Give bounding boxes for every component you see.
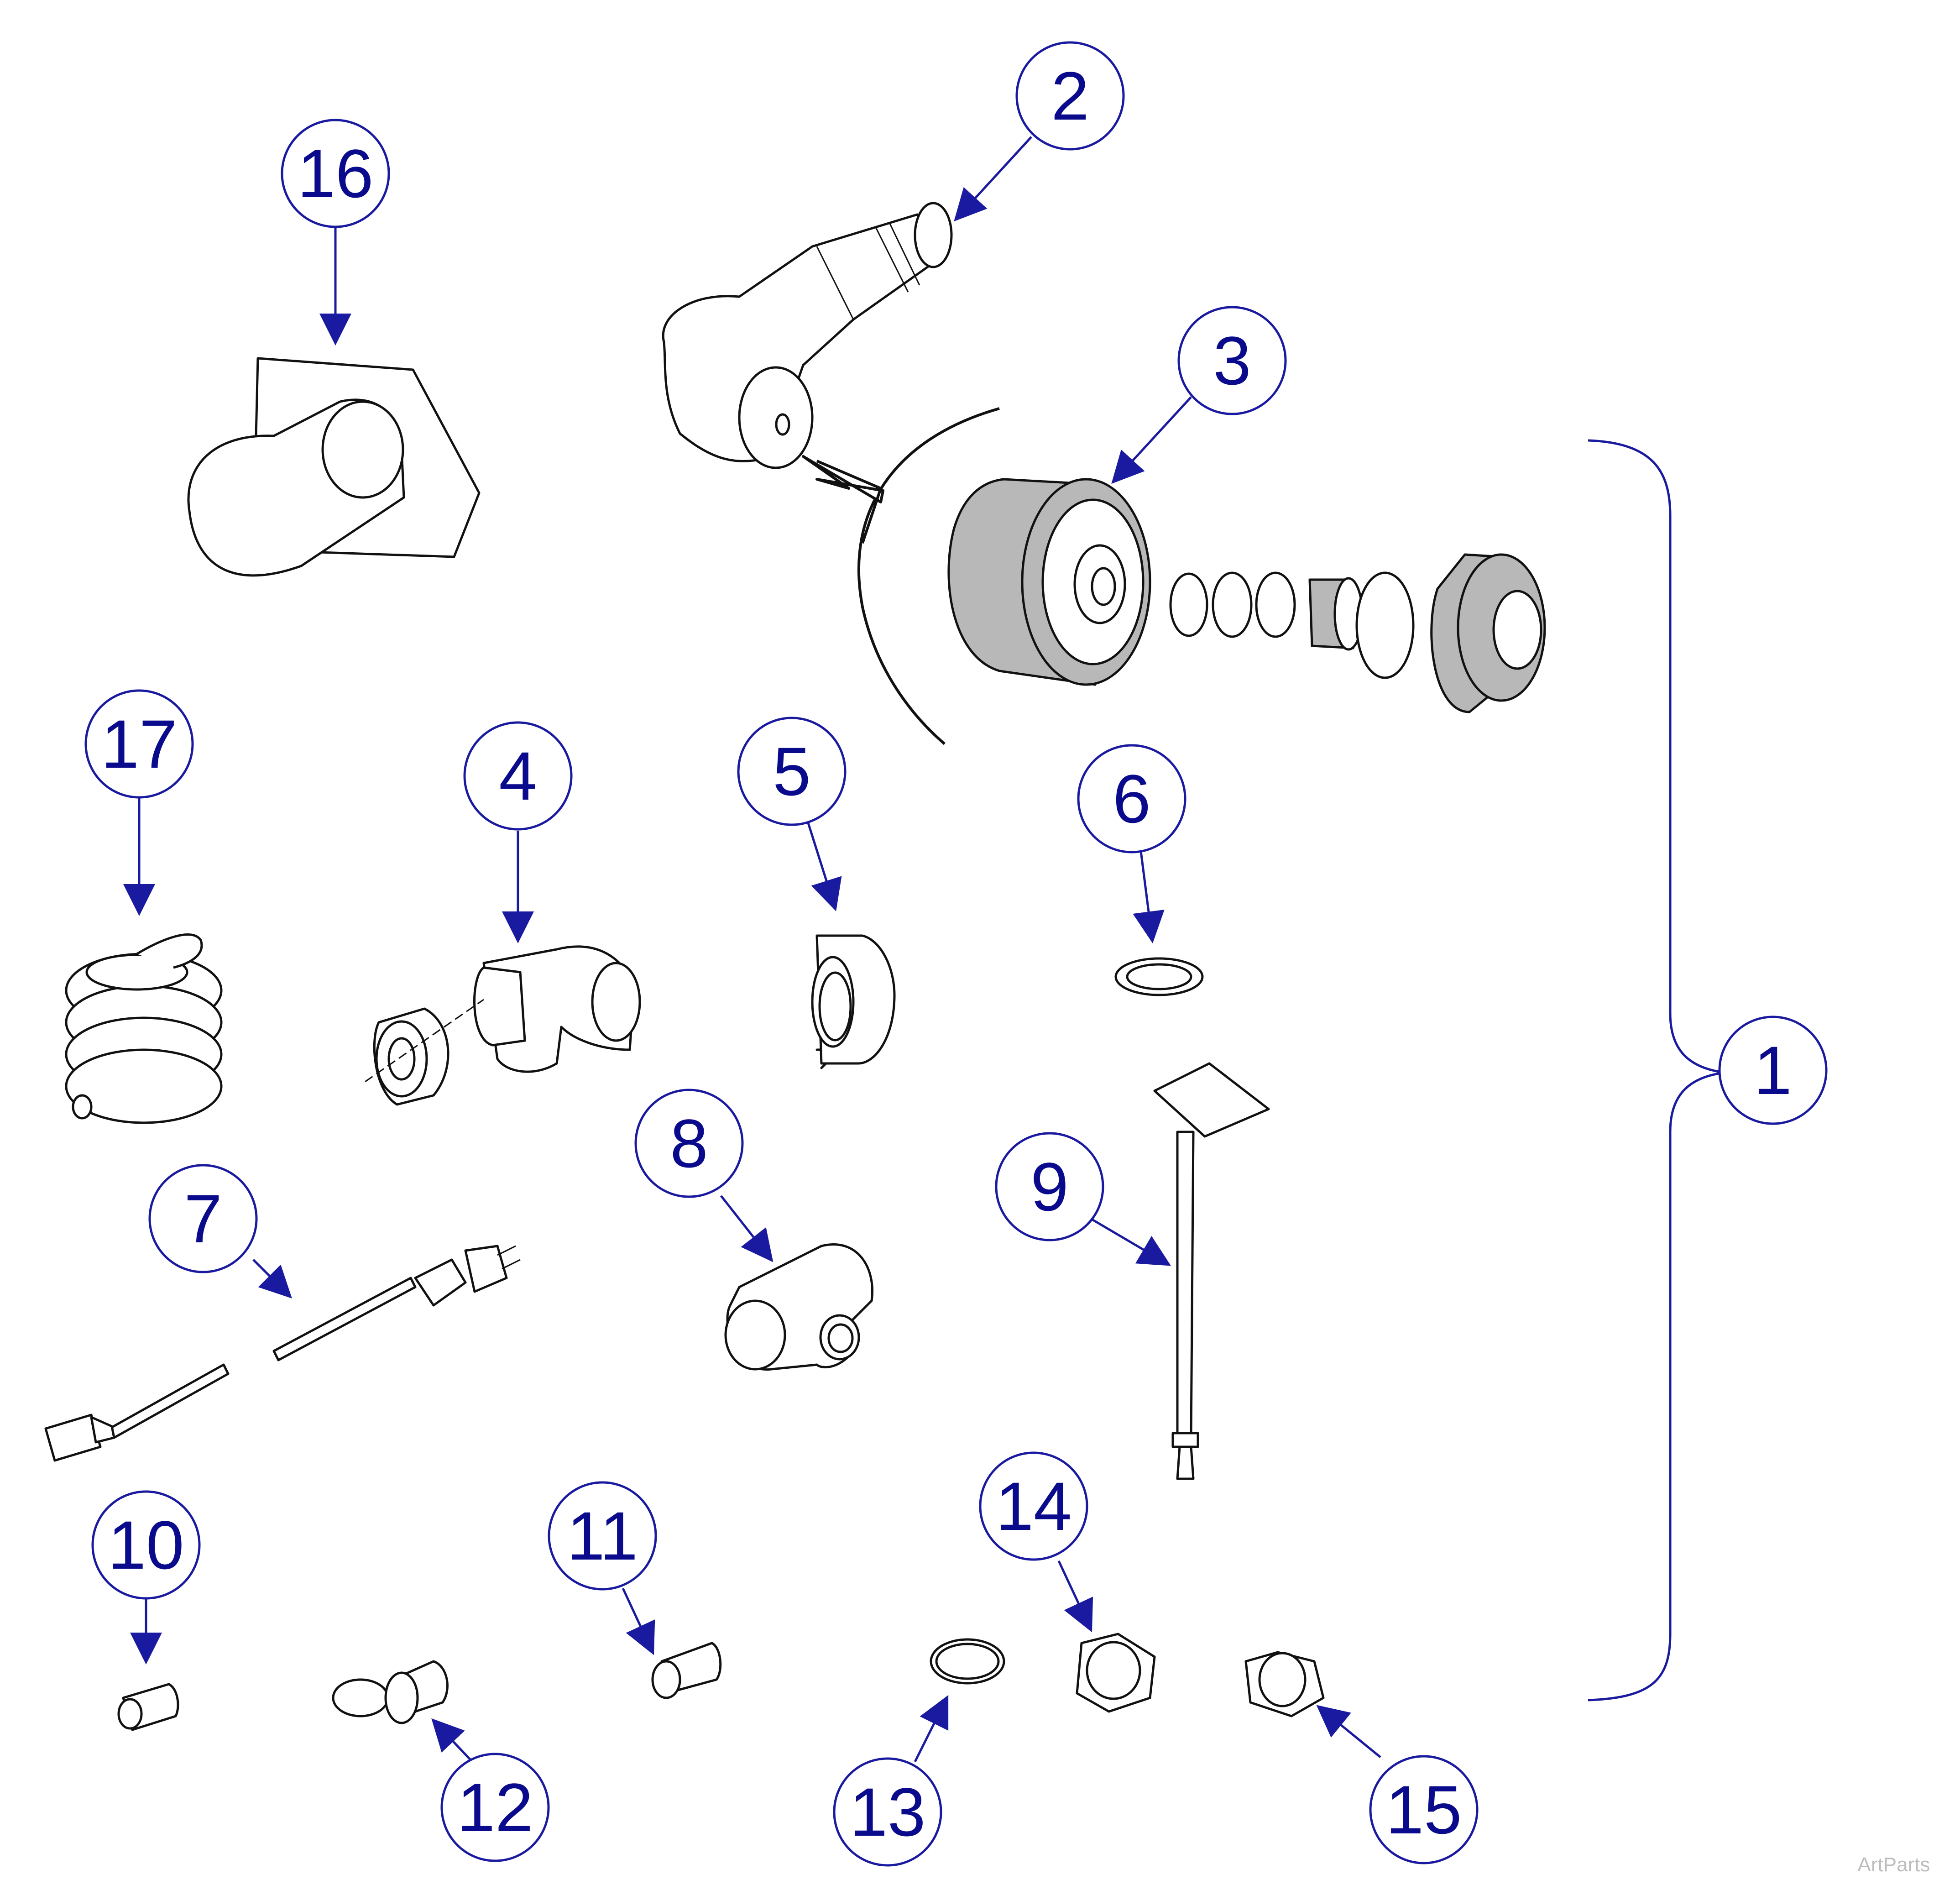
- part-16-bracket-cylinder: [187, 357, 481, 577]
- item-balloon-7: 7: [148, 1164, 258, 1273]
- part-8-tee-fitting: [724, 1243, 873, 1371]
- part-15-bushing: [1244, 1651, 1325, 1717]
- item-balloon-5: 5: [737, 717, 847, 826]
- item-number-15: 15: [1386, 1771, 1462, 1848]
- item-balloon-11: 11: [548, 1481, 657, 1591]
- group-bracket: [1588, 439, 1725, 1702]
- item-number-1: 1: [1754, 1032, 1792, 1109]
- item-number-9: 9: [1030, 1148, 1068, 1225]
- item-balloon-3: 3: [1177, 306, 1287, 415]
- item-number-14: 14: [996, 1468, 1072, 1544]
- part-5-coupling: [811, 934, 896, 1069]
- part-11-fitting: [651, 1642, 722, 1699]
- part-6-lock-washer: [1114, 957, 1204, 996]
- part-14-hex-nut: [1076, 1633, 1156, 1713]
- item-number-8: 8: [670, 1105, 708, 1182]
- part-17-coiled-tube: [65, 933, 223, 1124]
- item-balloon-4: 4: [463, 721, 573, 831]
- item-balloon-14: 14: [979, 1451, 1088, 1561]
- part-13-o-ring: [930, 1638, 1005, 1685]
- item-balloon-13: 13: [833, 1757, 942, 1867]
- item-balloon-15: 15: [1369, 1755, 1479, 1864]
- item-number-10: 10: [108, 1507, 184, 1583]
- item-number-5: 5: [773, 733, 810, 810]
- leader-lines: [123, 136, 1381, 1763]
- item-balloon-9: 9: [995, 1132, 1104, 1241]
- part-10-fitting: [117, 1683, 179, 1731]
- item-balloon-1: 1: [1718, 1016, 1828, 1125]
- item-number-17: 17: [101, 706, 178, 782]
- part-4-threaded-elbow: [365, 945, 641, 1106]
- item-number-11: 11: [567, 1497, 638, 1574]
- watermark-label: ArtParts: [1858, 1853, 1930, 1876]
- item-number-3: 3: [1213, 322, 1251, 399]
- item-balloon-17: 17: [84, 689, 194, 799]
- item-balloon-12: 12: [440, 1753, 550, 1862]
- item-number-4: 4: [499, 738, 537, 814]
- item-balloon-6: 6: [1077, 744, 1186, 853]
- item-number-12: 12: [457, 1769, 533, 1846]
- part-12-barb-clamp: [332, 1660, 449, 1724]
- part-7-power-cord: [44, 1245, 521, 1462]
- part-3-pump-assembly: [947, 478, 1546, 713]
- part-9-float-switch: [1153, 1062, 1270, 1480]
- item-balloon-2: 2: [1015, 41, 1125, 151]
- item-number-6: 6: [1113, 760, 1150, 837]
- item-balloon-16: 16: [281, 119, 390, 228]
- item-number-7: 7: [184, 1180, 222, 1257]
- part-2-elbow-pipe: [662, 202, 953, 469]
- item-number-16: 16: [298, 135, 374, 212]
- item-number-2: 2: [1051, 58, 1089, 134]
- item-balloon-8: 8: [634, 1089, 744, 1198]
- item-number-13: 13: [850, 1774, 926, 1850]
- item-balloon-10: 10: [91, 1490, 201, 1600]
- rotation-arrow: [802, 407, 1000, 745]
